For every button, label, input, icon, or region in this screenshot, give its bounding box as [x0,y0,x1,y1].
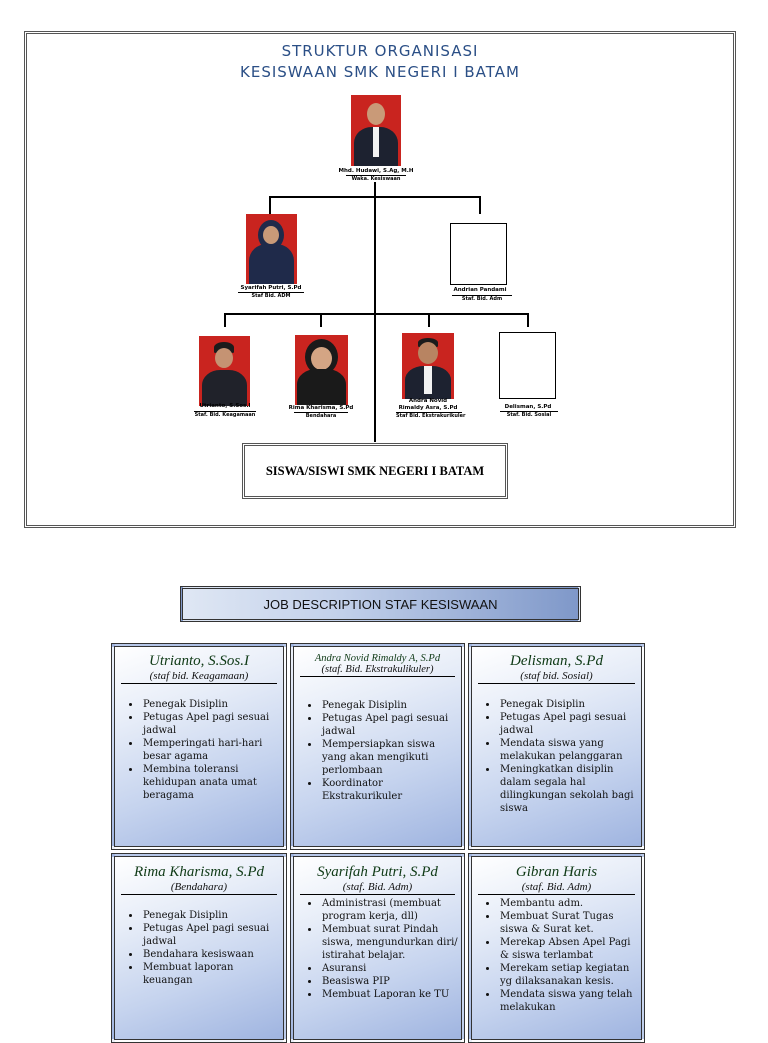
jobdesc-card-gibran: Gibran Haris (staf. Bid. Adm) Membantu a… [468,853,645,1043]
duty-item: Beasiswa PIP [320,975,461,988]
duty-item: Meningkatkan disiplin dalam segala hal d… [498,763,641,815]
connector-level2-right-drop [479,196,481,214]
connector-level3-drop-2 [320,313,322,327]
duty-item: Petugas Apel pagi sesuai jadwal [141,711,283,737]
rima-org-name: Rima Kharisma, S.Pd [288,405,354,411]
jobdesc-card-andra: Andra Novid Rimaldy A, S.Pd (staf. Bid. … [290,643,465,850]
jobdesc-card-syarifah: Syarifah Putri, S.Pd (staf. Bid. Adm) Ad… [290,853,465,1043]
card-name: Andra Novid Rimaldy A, S.Pd [314,653,441,664]
card-role: (Bendahara) [121,881,277,895]
delisman-photo-placeholder [499,332,556,399]
duty-item: Membuat Laporan ke TU [320,988,461,1001]
delisman-org-role: Staf. Bid. Sosial [500,411,558,418]
duty-item: Mendata siswa yang melakukan pelanggaran [498,737,641,763]
syarifah-photo [246,214,297,284]
head-role: Waka. Kesiswaan [346,175,406,182]
rima-photo [295,335,348,405]
card-name: Rima Kharisma, S.Pd [133,864,264,880]
utrianto-photo [199,336,250,406]
connector-level3-drop-4 [527,313,529,327]
andra-photo [402,333,454,399]
rima-org-role: Bendahara [294,412,348,419]
card-name: Utrianto, S.Sos.I [148,653,249,669]
duty-item: Koordinator Ekstrakurikuler [320,777,461,803]
card-role: (staf. Bid. Adm) [300,881,455,895]
org-title-line1: STRUKTUR ORGANISASI [281,42,479,60]
andra-org-role: Staf Bid. Ekstrakurikuler [396,412,466,419]
duty-item: Membuat surat Pindah siswa, mengundurkan… [320,923,461,962]
delisman-org-name: Delisman, S.Pd [504,404,552,410]
students-box: SISWA/SISWI SMK NEGERI I BATAM [242,443,508,499]
card-role: (staf bid. Keagamaan) [121,670,277,684]
head-name: Mhd. Hudawi, S.Ag, M.H [338,168,414,174]
duty-item: Membina toleransi kehidupan anata umat b… [141,763,283,802]
andrian-org-role: Staf. Bid. Adm [452,295,512,302]
card-duties: Penegak Disiplin Petugas Apel pagi sesua… [115,909,283,987]
connector-vertical-main [374,182,376,442]
connector-level3-drop-3 [428,313,430,327]
jobdesc-card-utrianto: Utrianto, S.Sos.I (staf bid. Keagamaan) … [111,643,287,850]
duty-item: Penegak Disiplin [320,699,461,712]
duty-item: Memperingati hari-hari besar agama [141,737,283,763]
utrianto-org-role: Staf. Bid. Keagamaan [194,411,256,418]
connector-level3-horizontal [224,313,529,315]
andra-org-name-line2: Rimaldy Asra, S.Pd [398,405,458,411]
duty-item: Administrasi (membuat program kerja, dll… [320,897,461,923]
andra-org-name-line1: Andra Novid [408,398,448,404]
org-title-line2: KESISWAAN SMK NEGERI I BATAM [240,63,520,81]
card-role: (staf. Bid. Adm) [478,881,635,895]
jobdesc-title: JOB DESCRIPTION STAF KESISWAAN [180,586,581,622]
duty-item: Mendata siswa yang telah melakukan [498,988,641,1014]
duty-item: Membantu adm. [498,897,641,910]
card-duties: Membantu adm. Membuat Surat Tugas siswa … [472,897,641,1014]
jobdesc-card-delisman: Delisman, S.Pd (staf bid. Sosial) Penega… [468,643,645,850]
duty-item: Merekam setiap kegiatan yg dilaksanakan … [498,962,641,988]
card-duties: Penegak Disiplin Petugas Apel pagi sesua… [294,699,461,803]
card-duties: Penegak Disiplin Petugas Apel pagi sesua… [115,698,283,802]
duty-item: Petugas Apel pagi sesuai jadwal [141,922,283,948]
duty-item: Asuransi [320,962,461,975]
jobdesc-card-rima: Rima Kharisma, S.Pd (Bendahara) Penegak … [111,853,287,1043]
head-photo [351,95,401,166]
andrian-org-name: Andrian Pandami [453,287,507,293]
duty-item: Penegak Disiplin [141,698,283,711]
andrian-photo-placeholder [450,223,507,285]
duty-item: Petugas Apel pagi sesuai jadwal [320,712,461,738]
duty-item: Petugas Apel pagi sesuai jadwal [498,711,641,737]
card-name: Gibran Haris [515,864,598,880]
duty-item: Penegak Disiplin [141,909,283,922]
duty-item: Membuat laporan keuangan [141,961,283,987]
card-name: Syarifah Putri, S.Pd [317,864,438,880]
card-role: (staf bid. Sosial) [478,670,635,684]
syarifah-org-role: Staf Bid. ADM [238,292,304,299]
duty-item: Penegak Disiplin [498,698,641,711]
card-duties: Administrasi (membuat program kerja, dll… [294,897,461,1001]
connector-level2-horizontal [269,196,481,198]
card-name: Delisman, S.Pd [510,653,603,669]
syarifah-org-name: Syarifah Putri, S.Pd [240,285,302,291]
card-duties: Penegak Disiplin Petugas Apel pagi sesua… [472,698,641,815]
duty-item: Membuat Surat Tugas siswa & Surat ket. [498,910,641,936]
utrianto-org-name: Utrianto, S.Sos.I [199,403,251,409]
duty-item: Mempersiapkan siswa yang akan mengikuti … [320,738,461,777]
duty-item: Merekap Absen Apel Pagi & siswa terlamba… [498,936,641,962]
duty-item: Bendahara kesiswaan [141,948,283,961]
connector-level2-left-drop [269,196,271,214]
connector-level3-drop-1 [224,313,226,327]
card-role: (staf. Bid. Ekstrakulikuler) [300,664,455,677]
